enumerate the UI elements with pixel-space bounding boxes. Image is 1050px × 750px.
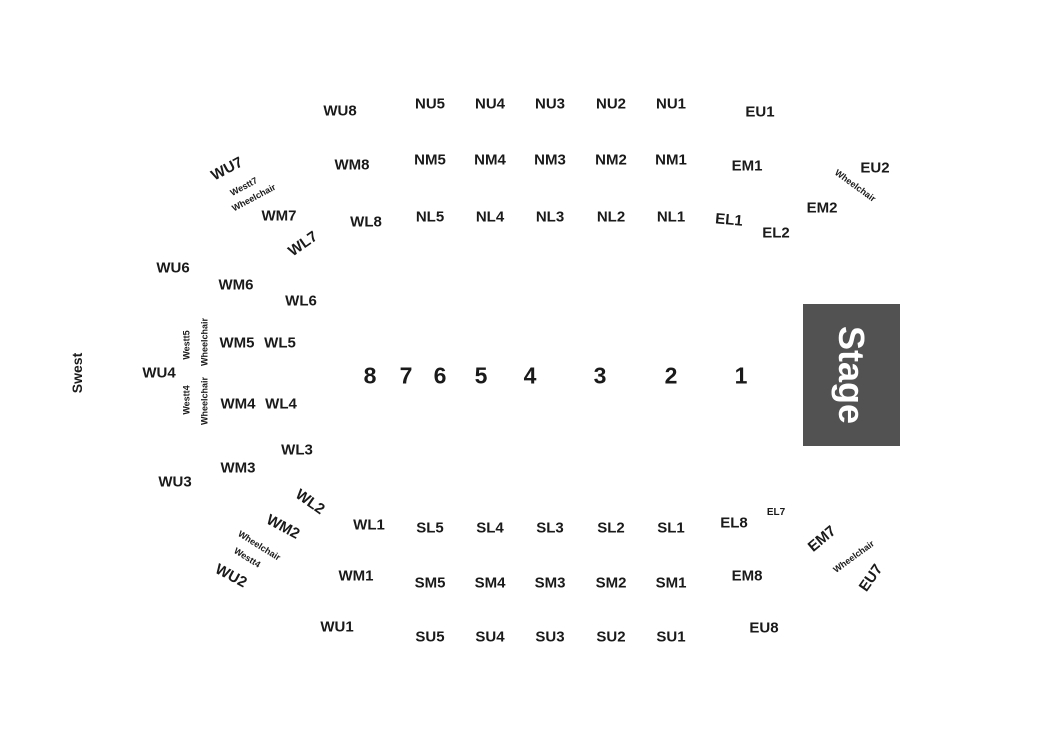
section-eu2[interactable]: EU2: [860, 159, 890, 177]
section-sl4[interactable]: SL4: [476, 519, 504, 537]
floor-row-5[interactable]: 5: [474, 362, 488, 389]
section-wl8[interactable]: WL8: [350, 213, 382, 231]
section-nm5[interactable]: NM5: [414, 151, 446, 169]
section-wu8[interactable]: WU8: [323, 102, 357, 120]
section-em8[interactable]: EM8: [731, 567, 763, 585]
section-su3[interactable]: SU3: [535, 628, 565, 646]
section-nl5[interactable]: NL5: [415, 208, 445, 226]
floor-row-3[interactable]: 3: [593, 362, 607, 389]
section-wm2[interactable]: WM2: [263, 511, 303, 543]
section-sm5[interactable]: SM5: [414, 574, 446, 592]
section-wu6[interactable]: WU6: [156, 259, 190, 277]
section-nu3[interactable]: NU3: [534, 95, 566, 113]
floor-row-2[interactable]: 2: [664, 362, 678, 389]
section-nm2[interactable]: NM2: [595, 151, 627, 169]
section-nm1[interactable]: NM1: [655, 151, 687, 169]
wheelchair-west5-wheelchair[interactable]: Wheelchair: [199, 317, 210, 367]
section-sm1[interactable]: SM1: [655, 574, 687, 592]
floor-row-7[interactable]: 7: [399, 362, 413, 389]
floor-row-8[interactable]: 8: [363, 362, 377, 389]
section-el8[interactable]: EL8: [720, 514, 748, 532]
section-wm8[interactable]: WM8: [334, 156, 370, 174]
section-wm5[interactable]: WM5: [219, 334, 255, 352]
section-nl2[interactable]: NL2: [596, 208, 626, 226]
section-wu1[interactable]: WU1: [320, 618, 354, 636]
section-eu8[interactable]: EU8: [749, 619, 779, 637]
section-nu1[interactable]: NU1: [655, 95, 687, 113]
section-el1[interactable]: EL1: [714, 210, 744, 230]
section-wu7[interactable]: WU7: [208, 153, 246, 185]
section-el2[interactable]: EL2: [762, 224, 790, 242]
section-su2[interactable]: SU2: [596, 628, 626, 646]
section-em1[interactable]: EM1: [731, 157, 763, 175]
wheelchair-west4-label: Westt4: [181, 385, 192, 415]
stage-label: Stage: [831, 325, 873, 425]
floor-row-6[interactable]: 6: [433, 362, 447, 389]
swest-label: Swest: [69, 352, 85, 394]
section-wm7[interactable]: WM7: [261, 207, 297, 225]
section-eu1[interactable]: EU1: [745, 103, 775, 121]
section-wl1[interactable]: WL1: [353, 516, 385, 534]
section-sm3[interactable]: SM3: [534, 574, 566, 592]
section-su1[interactable]: SU1: [656, 628, 686, 646]
section-wu4[interactable]: WU4: [142, 364, 176, 382]
section-nl1[interactable]: NL1: [656, 208, 686, 226]
section-su5[interactable]: SU5: [415, 628, 445, 646]
section-nu4[interactable]: NU4: [474, 95, 506, 113]
section-wl2[interactable]: WL2: [292, 485, 328, 519]
section-wl7[interactable]: WL7: [285, 227, 321, 261]
section-sl3[interactable]: SL3: [536, 519, 564, 537]
section-wu3[interactable]: WU3: [158, 473, 192, 491]
section-nm4[interactable]: NM4: [474, 151, 506, 169]
section-sl2[interactable]: SL2: [597, 519, 625, 537]
section-sm2[interactable]: SM2: [595, 574, 627, 592]
section-wl5[interactable]: WL5: [264, 334, 296, 352]
floor-row-4[interactable]: 4: [523, 362, 537, 389]
section-eu7[interactable]: EU7: [855, 561, 887, 595]
section-wm3[interactable]: WM3: [220, 459, 256, 477]
section-nm3[interactable]: NM3: [534, 151, 566, 169]
section-nl4[interactable]: NL4: [475, 208, 505, 226]
section-el7[interactable]: EL7: [766, 507, 786, 518]
section-su4[interactable]: SU4: [475, 628, 505, 646]
stage[interactable]: Stage: [803, 304, 900, 446]
section-wl6[interactable]: WL6: [285, 292, 317, 310]
floor-row-1[interactable]: 1: [734, 362, 748, 389]
section-wl4[interactable]: WL4: [265, 395, 297, 413]
section-sl5[interactable]: SL5: [416, 519, 444, 537]
section-wu2[interactable]: WU2: [212, 560, 250, 592]
section-em2[interactable]: EM2: [806, 199, 838, 217]
section-em7[interactable]: EM7: [804, 522, 840, 556]
section-nu5[interactable]: NU5: [414, 95, 446, 113]
section-wm1[interactable]: WM1: [338, 567, 374, 585]
section-nu2[interactable]: NU2: [595, 95, 627, 113]
section-wm4[interactable]: WM4: [220, 395, 256, 413]
section-wl3[interactable]: WL3: [281, 441, 313, 459]
section-wm6[interactable]: WM6: [218, 276, 254, 294]
wheelchair-west4-wheelchair[interactable]: Wheelchair: [199, 376, 210, 426]
wheelchair-west5-label: Westt5: [181, 330, 192, 360]
section-sl1[interactable]: SL1: [657, 519, 685, 537]
section-sm4[interactable]: SM4: [474, 574, 506, 592]
section-nl3[interactable]: NL3: [535, 208, 565, 226]
